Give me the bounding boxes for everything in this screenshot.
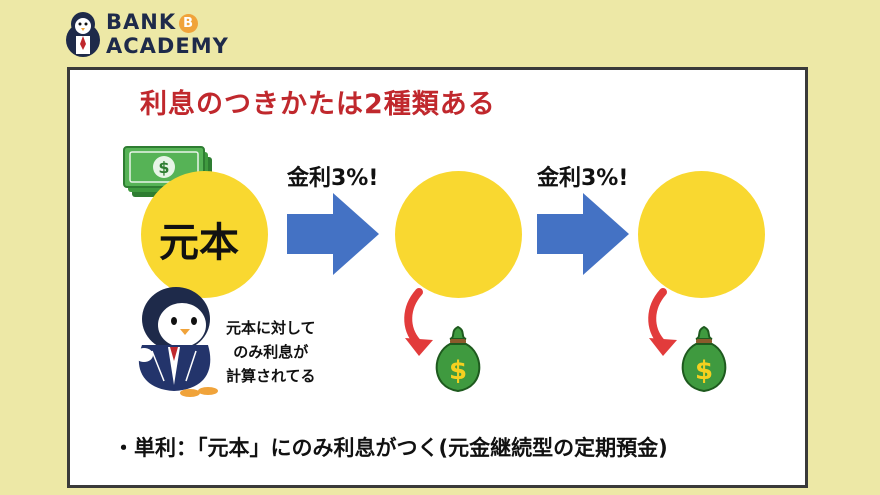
penguin-mascot-icon xyxy=(135,287,218,397)
speech-text: 元本に対して のみ利息が 計算されてる xyxy=(226,316,316,388)
simple-interest-bullet: ・単利：「元本」にのみ利息がつく(元金継続型の定期預金) xyxy=(113,436,668,460)
speech-line-1: 元本に対して xyxy=(226,319,316,337)
money-bag-dollar: $ xyxy=(449,356,467,386)
principal-circle xyxy=(141,171,268,298)
penguin-logo-icon xyxy=(66,12,100,57)
banknote-dollar: $ xyxy=(158,158,169,177)
interest-rate-label-1: 金利3%! xyxy=(287,166,379,191)
money-bag-icon: $ xyxy=(435,325,481,393)
logo-academy: ACADEMY xyxy=(106,34,229,58)
principal-label: 元本 xyxy=(159,220,239,266)
circle-after-interest-2 xyxy=(638,171,765,298)
bitcoin-icon: B xyxy=(179,14,199,33)
circle-after-interest-1 xyxy=(395,171,522,298)
speech-line-2: のみ利息が xyxy=(233,343,309,361)
curved-arrow-icon xyxy=(648,288,677,356)
logo-bank: BANK xyxy=(106,10,177,34)
interest-rate-label-2: 金利3%! xyxy=(537,166,629,191)
money-bag-dollar: $ xyxy=(695,356,713,386)
curved-arrow-icon xyxy=(404,288,433,356)
arrow-right-icon xyxy=(537,193,629,275)
arrow-right-icon xyxy=(287,193,379,275)
money-bag-icon: $ xyxy=(681,325,727,393)
speech-line-3: 計算されてる xyxy=(226,367,316,385)
slide-title: 利息のつきかたは2種類ある xyxy=(140,89,496,120)
